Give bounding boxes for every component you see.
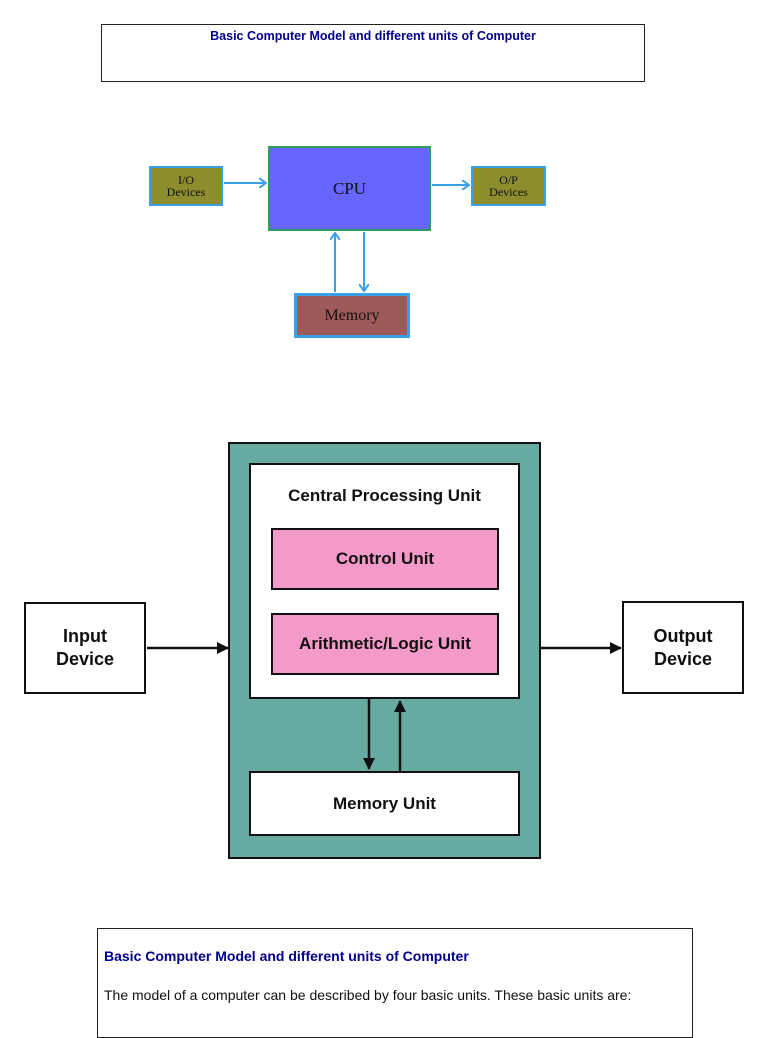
output-device-box: Output Device	[622, 601, 744, 694]
io-devices-line1: I/O	[178, 173, 194, 187]
input-device-box: Input Device	[24, 602, 146, 694]
memory-unit-label: Memory Unit	[333, 793, 436, 813]
input-device-line2: Device	[55, 649, 115, 669]
output-device-line1: Output	[653, 625, 713, 646]
bottom-body-text: The model of a computer can be described…	[104, 987, 632, 1003]
cpu-box: CPU	[268, 146, 431, 231]
op-devices-line2: Devices	[489, 185, 528, 199]
input-device-line1: Input	[63, 626, 107, 646]
central-processing-unit-label: Central Processing Unit	[288, 486, 481, 505]
op-devices-line1: O/P	[499, 173, 518, 187]
memory-unit-box: Memory Unit	[249, 771, 520, 836]
alu-label: Arithmetic/Logic Unit	[299, 634, 471, 653]
control-unit-label: Control Unit	[335, 549, 435, 568]
bottom-title: Basic Computer Model and different units…	[104, 948, 469, 964]
bottom-text-box	[97, 928, 693, 1038]
top-title: Basic Computer Model and different units…	[210, 29, 536, 43]
output-device-line2: Device	[653, 648, 713, 669]
control-unit-box: Control Unit	[271, 528, 499, 590]
alu-box: Arithmetic/Logic Unit	[271, 613, 499, 675]
cpu-label: CPU	[332, 178, 367, 198]
io-devices-line2: Devices	[166, 185, 206, 199]
memory-label: Memory	[324, 306, 380, 324]
memory-box: Memory	[294, 293, 410, 338]
top-title-box: Basic Computer Model and different units…	[101, 24, 645, 82]
